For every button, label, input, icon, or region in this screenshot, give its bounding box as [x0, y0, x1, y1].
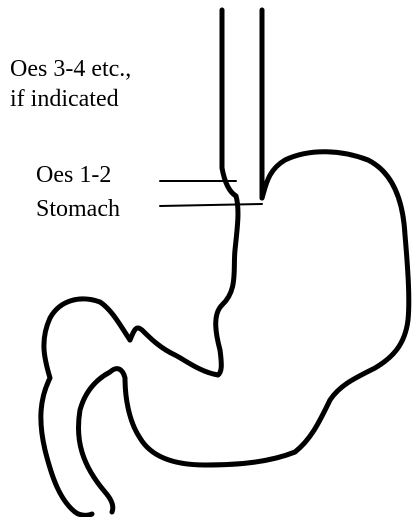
stomach-leader-line: [160, 204, 262, 206]
stomach-inner-curve: [130, 196, 238, 375]
oesophagus-left-wall: [222, 10, 236, 196]
oes-1-2-label: Oes 1-2: [36, 160, 111, 190]
stomach-outline: [78, 152, 408, 512]
oes-3-4-label: Oes 3-4 etc., if indicated: [10, 54, 131, 114]
duodenum-outline: [41, 299, 130, 515]
stomach-label: Stomach: [36, 194, 120, 224]
oes-3-4-label-line1: Oes 3-4 etc.,: [10, 54, 131, 84]
oes-3-4-label-line2: if indicated: [10, 84, 131, 114]
